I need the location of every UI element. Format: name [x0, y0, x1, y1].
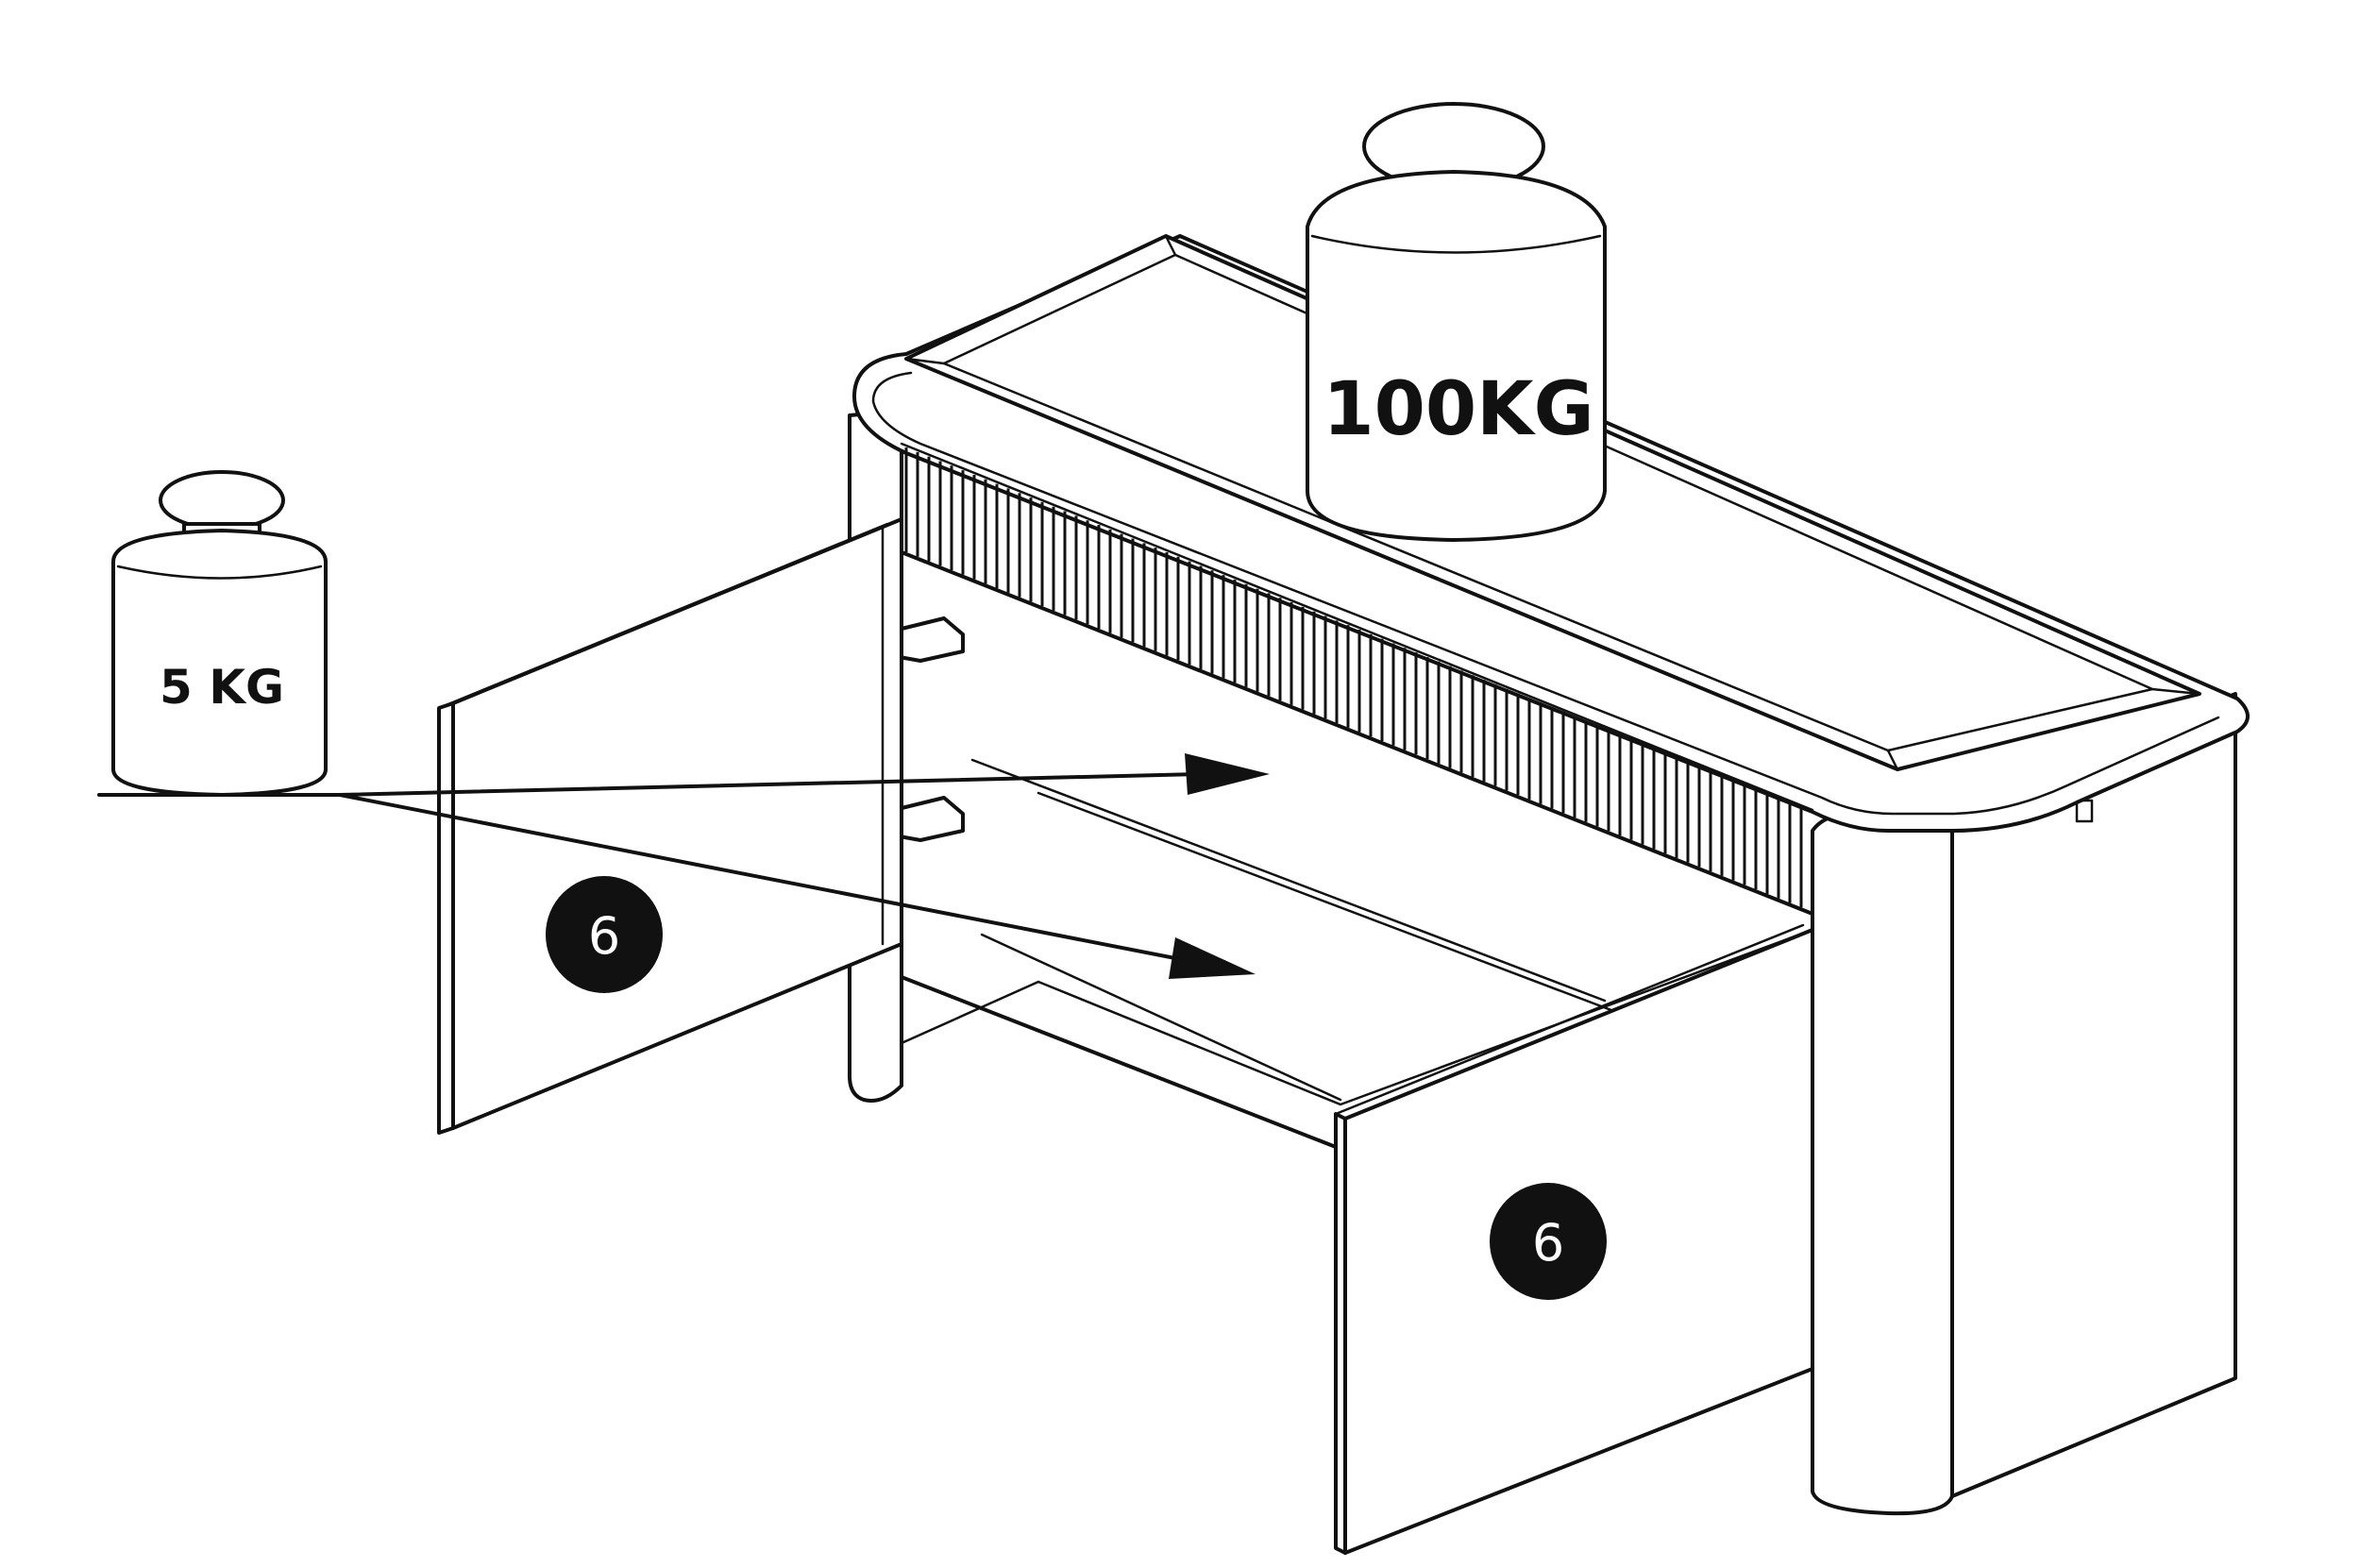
part-badge-circle — [1490, 1183, 1607, 1300]
right-door-edge — [1334, 1112, 1347, 1555]
left-door-top-edge — [437, 522, 889, 710]
weight-100kg-label: 100KG — [1323, 367, 1593, 452]
part-badge-number: 6 — [1532, 1213, 1564, 1273]
tray-corner — [1886, 749, 1899, 771]
right-door-top-edge — [1334, 923, 1805, 1116]
part-badge-number: 6 — [588, 906, 620, 966]
fluted-back-panel — [904, 447, 1803, 908]
tray-corner — [2150, 687, 2201, 696]
shelf-line-4 — [1037, 791, 1626, 1017]
part-badge-left: 6 — [546, 876, 663, 993]
cabinet-bottom-edge — [1037, 928, 1814, 1106]
tray-corner — [904, 357, 946, 365]
load-arrows — [97, 753, 1270, 979]
arrow-lower-head — [1169, 937, 1256, 979]
weight-5kg-label: 5 KG — [160, 660, 284, 715]
part-badge-right: 6 — [1490, 1183, 1607, 1300]
tray-corner — [1164, 234, 1177, 257]
left-base — [900, 980, 1040, 1045]
part-badge-circle — [546, 876, 663, 993]
arrow-upper-head — [1185, 753, 1270, 795]
left-door-edge — [437, 701, 455, 1135]
cabinet-top-rim — [871, 371, 2220, 816]
weight-100kg: 100KG — [1306, 102, 1607, 542]
arrow-lower-shaft — [338, 793, 1187, 962]
shelf-line-3 — [970, 758, 1607, 1003]
cabinet-right-pillar — [1811, 809, 1954, 1516]
weight-5kg: 5 KG — [111, 470, 328, 797]
arrow-upper-shaft — [338, 772, 1201, 797]
shelf-front-edge — [980, 933, 1342, 1102]
